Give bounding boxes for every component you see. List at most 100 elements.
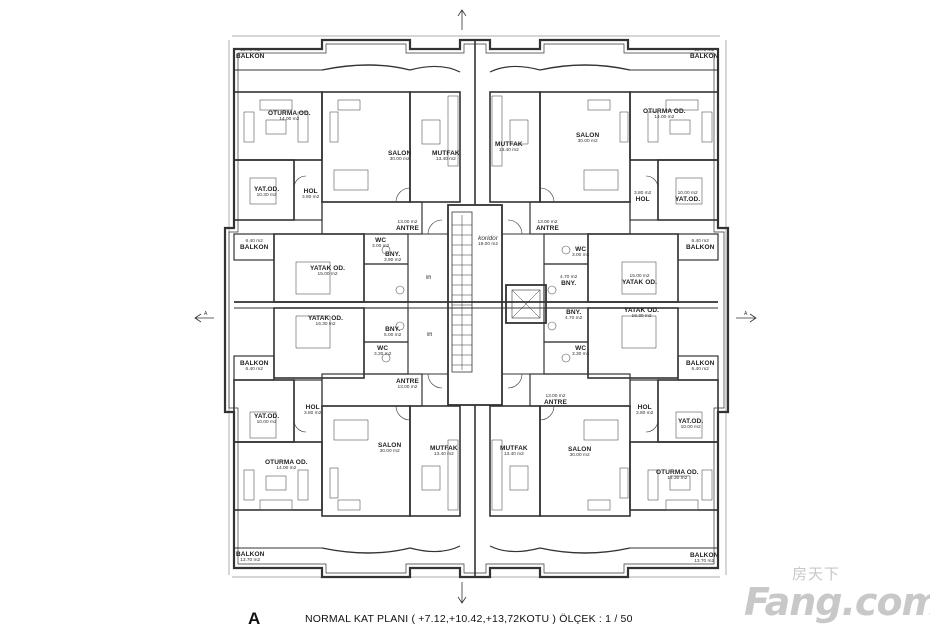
room-label: HOL 3.80 m2: [304, 404, 322, 416]
room-name: WC: [375, 237, 387, 244]
room-area: 13.40 m2: [433, 451, 454, 457]
room-label: YAT.OD. 10.30 m2: [254, 186, 280, 198]
room-label: SALON 30.00 m2: [568, 446, 592, 458]
room-area: 14.00 m2: [654, 114, 675, 120]
room-area: 13.00 m2: [537, 220, 558, 225]
lift-label: lift: [426, 275, 431, 281]
room-label: BALKON 6.40 m2: [686, 360, 714, 372]
room-label: BALKON 13.70 m2: [690, 552, 719, 564]
lift-label: lift: [427, 332, 432, 338]
room-area: 13.00 m2: [397, 384, 418, 390]
room-area: 16.30 m2: [631, 313, 652, 319]
room-name: BALKON: [240, 243, 269, 251]
room-name: HOL: [303, 188, 318, 195]
room-name: HOL: [637, 404, 652, 411]
room-label: WC 3.30 m2: [374, 345, 392, 357]
section-mark: A: [204, 311, 208, 317]
room-area: 3.00 m2: [372, 243, 390, 249]
room-name: BALKON: [690, 552, 719, 559]
room-label: 13.00 m2 ANTRE: [396, 220, 419, 232]
plan-title: NORMAL KAT PLANI ( +7.12,+10.42,+13,72KO…: [305, 613, 633, 625]
room-label: MUTFAK 13.40 m2: [432, 150, 460, 162]
room-label: 13.00 m2 ANTRE: [544, 394, 567, 406]
room-name: ANTRE: [396, 224, 419, 232]
room-name: ANTRE: [544, 398, 567, 406]
room-name: SALON: [378, 442, 402, 449]
room-name: ANTRE: [536, 224, 559, 232]
room-area: 3.30 m2: [374, 351, 392, 357]
plan-letter: A: [248, 609, 261, 628]
room-name: OTURMA OD.: [268, 110, 311, 117]
room-area: 3.80 m2: [304, 410, 322, 416]
room-name: BALKON: [236, 52, 265, 60]
room-name: YAT.OD.: [675, 195, 701, 203]
room-label: WC 3.30 m2: [572, 345, 589, 357]
room-area: 3.90 m2: [384, 257, 402, 263]
room-area: 15.00 m2: [629, 274, 650, 279]
room-name: HOL: [305, 404, 320, 411]
watermark: 房天下 Fang.com: [744, 563, 930, 624]
room-area: 13.70 m2: [240, 557, 261, 563]
room-label: 10.00 m2 YAT.OD.: [675, 191, 701, 203]
room-name: BNY.: [385, 251, 401, 258]
room-label: BNY. 4.70 m2: [565, 309, 582, 321]
room-label: 13.70 m2 BALKON: [690, 48, 719, 60]
room-name: BALKON: [690, 52, 719, 60]
room-label: MUTFAK 13.40 m2: [495, 141, 523, 153]
room-area: 14.30 m2: [667, 475, 688, 481]
room-area: 14.00 m2: [279, 116, 300, 122]
room-label: 3.80 m2 HOL: [634, 191, 651, 203]
room-area: 3.80 m2: [302, 194, 320, 200]
room-label: 6.40 m2 BALKON: [686, 239, 714, 251]
room-name: BALKON: [236, 551, 265, 558]
room-area: 13.00 m2: [545, 394, 566, 399]
room-area: 15.00 m2: [317, 271, 338, 277]
room-label: koridor 19.00 m2: [478, 235, 499, 247]
room-label: WC 3.00 m2: [372, 237, 390, 249]
room-area: 4.70 m2: [560, 275, 578, 280]
room-label: BALKON 13.70 m2: [236, 551, 265, 563]
room-area: 6.40 m2: [691, 366, 709, 372]
room-area: 30.00 m2: [389, 156, 410, 162]
room-label: YAT.OD. 10.00 m2: [678, 418, 703, 430]
room-area: 14.00 m2: [276, 465, 297, 471]
room-area: 13.70 m2: [694, 48, 715, 53]
room-name: SALON: [568, 446, 592, 453]
room-area: 30.00 m2: [577, 138, 598, 144]
room-area: 10.70 m2: [240, 48, 261, 53]
room-area: 30.00 m2: [379, 448, 400, 454]
room-area: 13.70 m2: [694, 558, 715, 564]
room-area: 19.00 m2: [478, 241, 499, 247]
watermark-cn: 房天下: [791, 565, 840, 583]
room-name: MUTFAK: [432, 150, 460, 157]
room-area: 30.00 m2: [569, 452, 590, 458]
room-label: SALON 30.00 m2: [378, 442, 402, 454]
room-label: 13.00 m2 ANTRE: [536, 220, 559, 232]
room-name: WC: [575, 345, 587, 352]
room-label: YAT.OD. 10.00 m2: [254, 413, 279, 425]
watermark-en: Fang.com: [744, 580, 930, 624]
room-label: YATAK OD. 16.30 m2: [624, 307, 659, 319]
room-name: koridor: [478, 235, 498, 242]
room-name: YAT.OD.: [254, 186, 280, 193]
room-name: OTURMA OD.: [265, 459, 308, 466]
room-area: 13.00 m2: [397, 220, 418, 225]
room-name: WC: [377, 345, 389, 352]
room-area: 10.00 m2: [256, 419, 277, 425]
room-name: OTURMA OD.: [643, 108, 686, 115]
room-name: WC: [575, 246, 587, 253]
room-name: BNY.: [566, 309, 582, 316]
room-label: BNY. 3.90 m2: [384, 251, 402, 263]
room-name: ANTRE: [396, 378, 419, 385]
room-area: 3.00 m2: [572, 252, 590, 258]
room-label: YATAK OD. 15.00 m2: [310, 265, 346, 277]
room-name: SALON: [388, 150, 412, 157]
room-area: 5.00 m2: [384, 332, 402, 338]
room-label: BNY. 5.00 m2: [384, 326, 402, 338]
room-name: YATAK OD.: [622, 278, 658, 286]
room-name: YATAK OD.: [310, 265, 346, 272]
room-label: 4.70 m2 BNY.: [560, 275, 578, 287]
room-name: BNY.: [385, 326, 401, 333]
room-area: 3.80 m2: [636, 410, 654, 416]
room-area: 13.40 m2: [503, 451, 524, 457]
